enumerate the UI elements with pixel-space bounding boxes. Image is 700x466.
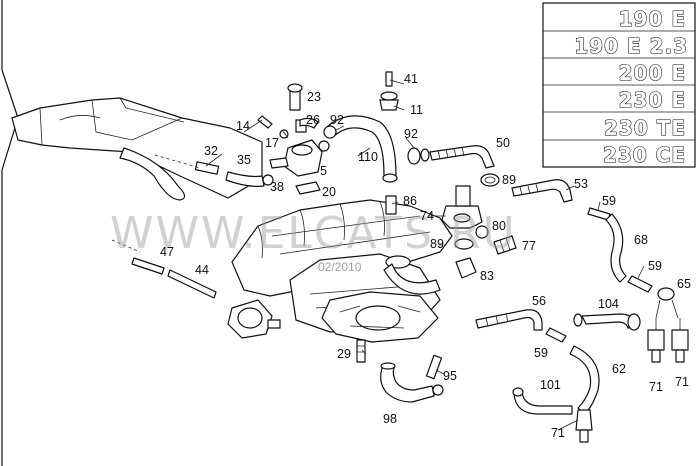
watermark: WWW.ELCATS.RU 02/2010 (110, 208, 517, 274)
part-label-71c: 71 (551, 426, 565, 440)
hose-83 (455, 257, 477, 279)
part-label-47: 47 (160, 245, 174, 259)
leader-47 (111, 239, 141, 253)
frame-line (1, 0, 19, 466)
part-label-59b: 59 (648, 259, 662, 273)
oil-separator-5 (257, 83, 323, 195)
valve-65 (655, 287, 679, 319)
part-label-5: 5 (320, 164, 327, 178)
hose-53 (511, 179, 573, 203)
throttle-plenum (321, 291, 439, 343)
breather-hose-32 (119, 147, 220, 201)
part-label-59a: 59 (602, 194, 616, 208)
tube-77 (493, 235, 517, 255)
leader-lines (205, 79, 645, 431)
part-label-80: 80 (492, 219, 506, 233)
part-label-65: 65 (677, 277, 691, 291)
hose-104 (573, 313, 641, 331)
model-badge-230ce: 230 CE (603, 143, 686, 167)
fitting-59b (627, 275, 653, 293)
part-label-38: 38 (270, 180, 284, 194)
part-label-95: 95 (443, 369, 457, 383)
watermark-date: 02/2010 (318, 260, 362, 274)
part-label-110: 110 (358, 150, 378, 164)
pipe-44 (167, 269, 217, 299)
part-label-29: 29 (337, 347, 351, 361)
part-label-23: 23 (307, 90, 321, 104)
valve-71-left (647, 318, 665, 363)
part-label-14: 14 (236, 119, 250, 133)
part-label-68: 68 (634, 233, 648, 247)
part-label-98: 98 (383, 412, 397, 426)
part-label-56: 56 (532, 294, 546, 308)
valve-71-right (671, 318, 689, 363)
hose-98 (380, 362, 444, 403)
part-label-71b: 71 (675, 375, 689, 389)
fitting-59c (545, 327, 567, 343)
hose-62 (569, 345, 600, 415)
part-label-92a: 92 (330, 113, 344, 127)
part-label-11: 11 (410, 103, 423, 117)
hose-56 (475, 309, 543, 331)
pipe-47 (131, 257, 165, 275)
fitting-59a (587, 207, 611, 221)
breather-hose-35 (225, 171, 274, 187)
valve-71-bottom (575, 409, 593, 443)
clamp-89-upper (480, 173, 500, 187)
hose-101 (512, 387, 573, 415)
model-badge-190e-23: 190 E 2.3 (574, 34, 688, 58)
part-label-77: 77 (522, 239, 536, 253)
part-label-41: 41 (404, 72, 418, 86)
fitting-95 (425, 354, 443, 380)
part-label-74: 74 (420, 209, 434, 223)
hose-68 (605, 213, 627, 283)
part-label-92b: 92 (404, 127, 418, 141)
idle-valve (227, 299, 281, 339)
part-label-35: 35 (237, 153, 251, 167)
model-badge-230te: 230 TE (604, 116, 686, 140)
hose-110 (318, 115, 398, 183)
model-badge-panel: 190 E 190 E 2.3 200 E 230 E 230 TE 230 C… (542, 2, 696, 168)
model-badge-230e: 230 E (619, 88, 686, 112)
part-label-83: 83 (480, 269, 494, 283)
part-label-32: 32 (204, 144, 218, 158)
part-label-44: 44 (195, 263, 209, 277)
valve-cover (11, 97, 263, 199)
part-label-59c: 59 (534, 346, 548, 360)
model-badge-200e: 200 E (619, 61, 686, 85)
part-label-89b: 89 (430, 237, 444, 251)
fitting-29 (356, 339, 366, 363)
part-label-17: 17 (265, 136, 279, 150)
part-label-26: 26 (306, 113, 320, 127)
hose-50 (407, 145, 495, 169)
part-label-62: 62 (612, 362, 626, 376)
vent-fitting-41-11 (379, 71, 399, 111)
part-label-101: 101 (540, 378, 561, 392)
part-label-71a: 71 (649, 380, 663, 394)
part-labels: 41 23 11 14 26 92 92 17 50 32 110 35 5 8… (160, 72, 691, 440)
part-label-50: 50 (496, 136, 510, 150)
part-label-86: 86 (403, 194, 417, 208)
watermark-text: WWW.ELCATS.RU (110, 208, 517, 259)
part-label-20: 20 (322, 185, 336, 199)
clamp-80-89 (454, 225, 489, 250)
model-badge-190e: 190 E (619, 7, 686, 31)
part-label-89a: 89 (502, 173, 516, 187)
part-label-53: 53 (574, 177, 588, 191)
valve-74 (385, 185, 483, 229)
part-label-104: 104 (598, 297, 619, 311)
